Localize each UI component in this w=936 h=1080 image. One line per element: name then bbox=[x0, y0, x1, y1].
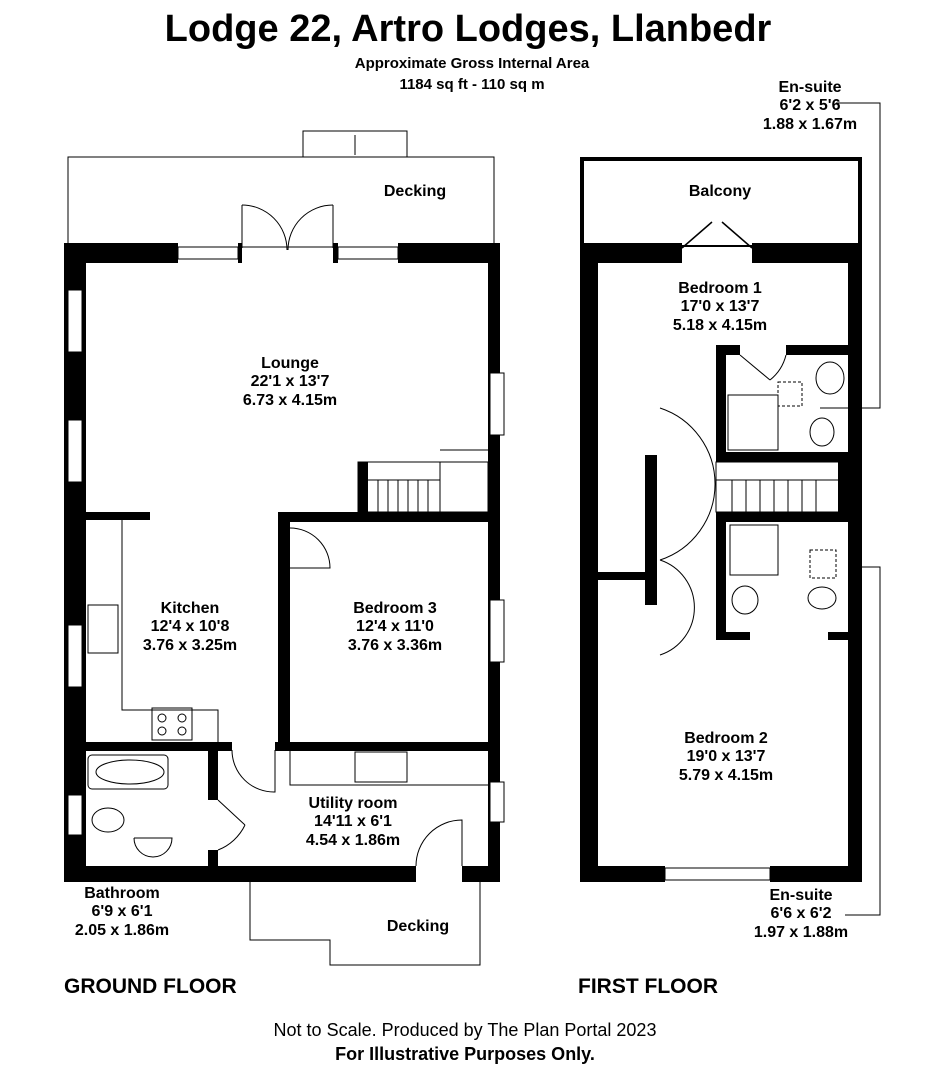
first-floor-label: FIRST FLOOR bbox=[578, 975, 718, 998]
area-value: 1184 sq ft - 110 sq m bbox=[399, 76, 545, 93]
room-lounge: Lounge 22'1 x 13'7 6.73 x 4.15m bbox=[200, 355, 380, 410]
room-bedroom-2: Bedroom 2 19'0 x 13'7 5.79 x 4.15m bbox=[636, 730, 816, 785]
room-en-suite-1: En-suite 6'2 x 5'6 1.88 x 1.67m bbox=[730, 79, 890, 134]
room-metric: 6.73 x 4.15m bbox=[242, 391, 338, 409]
room-bathroom: Bathroom 6'9 x 6'1 2.05 x 1.86m bbox=[32, 885, 212, 940]
room-bedroom-3: Bedroom 3 12'4 x 11'0 3.76 x 3.36m bbox=[305, 600, 485, 655]
scale-note: Not to Scale. Produced by The Plan Porta… bbox=[273, 1020, 657, 1040]
room-name: Bedroom 3 bbox=[353, 600, 437, 617]
disclaimer: For Illustrative Purposes Only. bbox=[335, 1044, 595, 1064]
area-subtitle: Approximate Gross Internal Area bbox=[354, 55, 590, 72]
room-metric: 4.54 x 1.86m bbox=[305, 831, 401, 849]
room-imperial: 22'1 x 13'7 bbox=[250, 373, 330, 391]
room-decking-front: Decking bbox=[383, 183, 447, 200]
room-imperial: 6'9 x 6'1 bbox=[91, 903, 153, 921]
room-metric: 3.76 x 3.25m bbox=[142, 636, 238, 654]
room-imperial: 6'2 x 5'6 bbox=[779, 97, 841, 115]
room-name: Kitchen bbox=[160, 600, 220, 617]
plan-title: Lodge 22, Artro Lodges, Llanbedr bbox=[164, 8, 772, 50]
room-name: Bathroom bbox=[84, 885, 160, 902]
room-kitchen: Kitchen 12'4 x 10'8 3.76 x 3.25m bbox=[100, 600, 280, 655]
ground-floor-label: GROUND FLOOR bbox=[64, 975, 237, 998]
ground-floor-plan bbox=[64, 130, 505, 966]
room-imperial: 14'11 x 6'1 bbox=[314, 813, 392, 831]
room-metric: 2.05 x 1.86m bbox=[74, 921, 170, 939]
room-imperial: 17'0 x 13'7 bbox=[680, 298, 760, 316]
room-imperial: 12'4 x 11'0 bbox=[356, 618, 434, 636]
room-metric: 1.88 x 1.67m bbox=[762, 115, 858, 133]
room-name: En-suite bbox=[778, 79, 842, 96]
room-bedroom-1: Bedroom 1 17'0 x 13'7 5.18 x 4.15m bbox=[630, 280, 810, 335]
room-imperial: 19'0 x 13'7 bbox=[686, 748, 766, 766]
room-name: Utility room bbox=[308, 795, 398, 812]
room-imperial: 6'6 x 6'2 bbox=[770, 905, 832, 923]
room-metric: 5.18 x 4.15m bbox=[672, 316, 768, 334]
room-metric: 5.79 x 4.15m bbox=[678, 766, 774, 784]
room-name: En-suite bbox=[769, 887, 833, 904]
first-floor-plan bbox=[580, 102, 881, 916]
room-name: Lounge bbox=[261, 355, 319, 372]
room-metric: 1.97 x 1.88m bbox=[753, 923, 849, 941]
room-imperial: 12'4 x 10'8 bbox=[150, 618, 230, 636]
room-name: Bedroom 2 bbox=[684, 730, 768, 747]
room-en-suite-2: En-suite 6'6 x 6'2 1.97 x 1.88m bbox=[721, 887, 881, 942]
room-balcony: Balcony bbox=[688, 183, 752, 200]
room-utility: Utility room 14'11 x 6'1 4.54 x 1.86m bbox=[263, 795, 443, 850]
room-name: Bedroom 1 bbox=[678, 280, 762, 297]
room-decking-rear: Decking bbox=[386, 918, 450, 935]
room-metric: 3.76 x 3.36m bbox=[347, 636, 443, 654]
